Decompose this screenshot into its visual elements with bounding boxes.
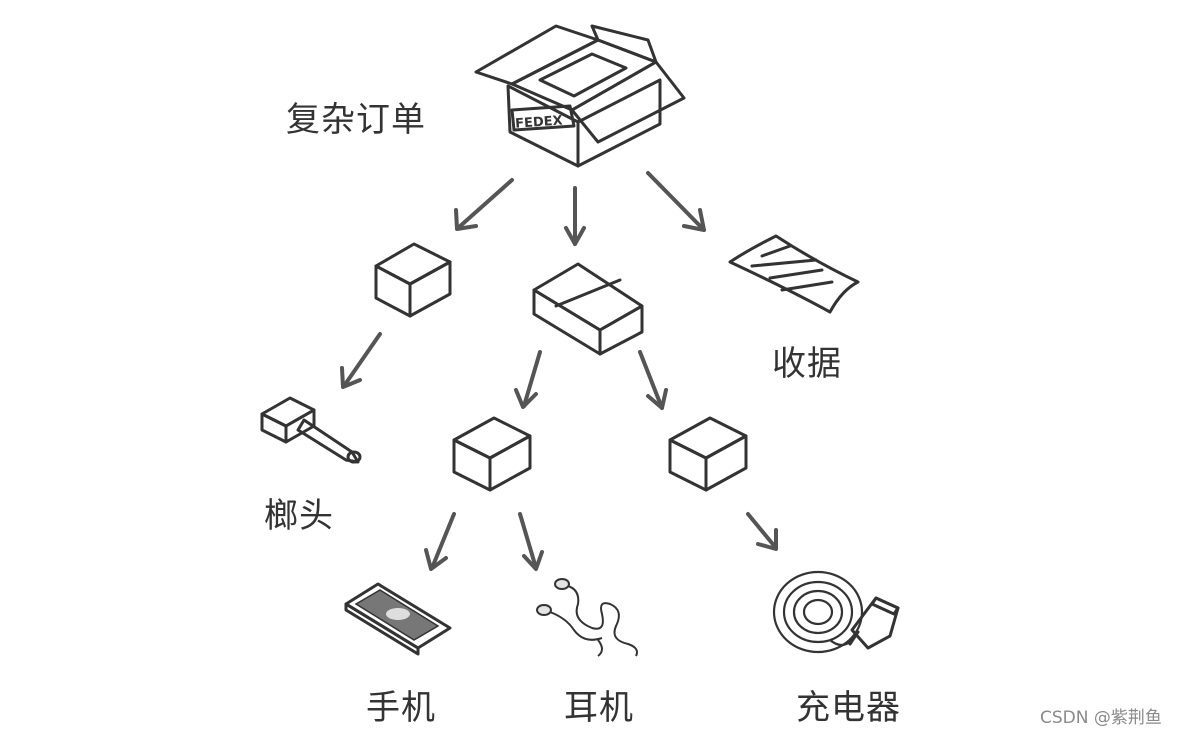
phone-label: 手机 [366, 688, 436, 728]
receipt-icon [728, 234, 860, 314]
hammer-icon [260, 396, 362, 464]
box-icon [452, 416, 532, 492]
arrow-root-to-mid-box [564, 186, 586, 246]
arrow-boxa-to-earphones [518, 512, 544, 571]
arrow-root-to-left-box [454, 178, 514, 231]
fedex-label: FEDEX [515, 113, 563, 131]
receipt-label: 收据 [772, 344, 842, 384]
large-box-icon [532, 262, 644, 356]
watermark: CSDN @紫荆鱼 [1040, 708, 1162, 728]
arrow-boxa-to-phone [424, 512, 456, 571]
charger-label: 充电器 [796, 688, 901, 728]
complex-order-label: 复杂订单 [286, 100, 426, 140]
earphones-label: 耳机 [564, 688, 634, 728]
arrow-midbox-to-box-a [514, 350, 542, 409]
arrow-midbox-to-box-b [638, 350, 668, 410]
open-box-icon: FEDEX [474, 24, 686, 168]
box-icon [668, 416, 748, 492]
phone-icon [344, 582, 452, 656]
earphones-icon [536, 578, 638, 657]
arrow-leftbox-to-hammer [340, 332, 382, 389]
hammer-label: 榔头 [264, 496, 334, 536]
arrow-root-to-receipt [646, 171, 706, 232]
charger-icon [772, 570, 900, 654]
box-icon [374, 242, 452, 318]
arrow-boxb-to-charger [746, 512, 778, 551]
